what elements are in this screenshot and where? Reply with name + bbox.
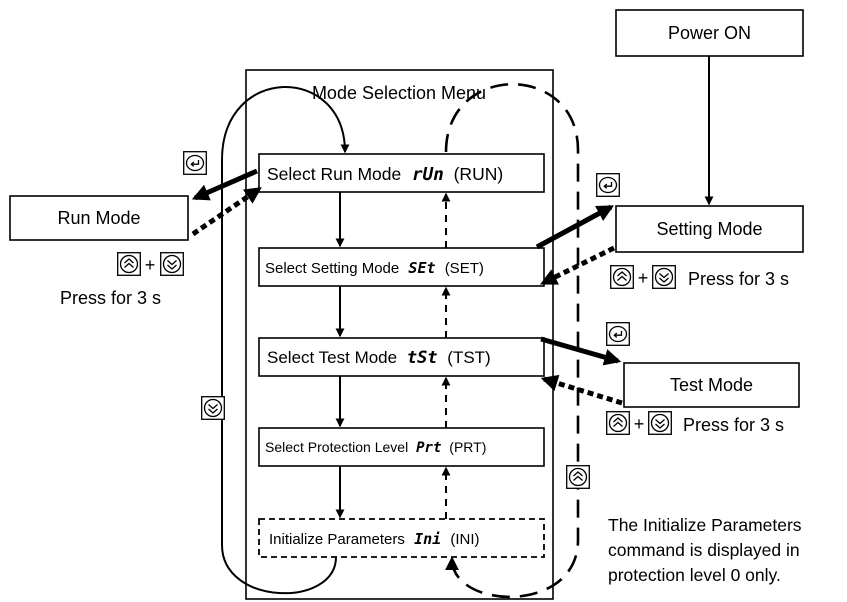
initialize-note: The Initialize Parameters command is dis… [608, 515, 802, 585]
menu-item-setting[interactable]: Select Setting Mode SEt (SET) [258, 247, 545, 287]
power-on-box: Power ON [615, 9, 804, 57]
run-mode-box: Run Mode [9, 195, 189, 241]
down-icon-setting [652, 265, 676, 289]
svg-text:Select Test Mode tSt: Select Test Mode tSt (TST) [267, 348, 491, 368]
menu-item-run-code: rUn [412, 165, 444, 185]
up-icon-setting [610, 265, 634, 289]
menu-title: Mode Selection Menu [312, 83, 486, 103]
test-mode-box: Test Mode [623, 362, 800, 408]
menu-item-run-suffix: (RUN) [454, 164, 504, 184]
setting-key-combo: + Press for 3 s [610, 265, 789, 289]
enter-icon-test [606, 322, 630, 346]
menu-item-initialize[interactable]: Initialize Parameters Ini (INI) [258, 518, 545, 558]
up-icon [566, 465, 590, 489]
menu-item-protection-suffix: (PRT) [449, 439, 486, 455]
up-icon-run [117, 252, 141, 276]
menu-item-protection-code: Prt [416, 440, 441, 456]
from-run-mode-arrow [191, 186, 262, 237]
menu-item-test-label: Select Test Mode [267, 348, 397, 367]
menu-item-initialize-label: Initialize Parameters [269, 531, 405, 548]
down-icon-run [160, 252, 184, 276]
from-setting-mode-arrow [539, 245, 616, 286]
run-mode-label: Run Mode [57, 208, 140, 228]
menu-item-test-code: tSt [407, 348, 438, 368]
menu-item-initialize-code: Ini [414, 530, 441, 548]
up-key-loop-arrow [444, 82, 580, 599]
to-test-mode-arrow [540, 336, 622, 366]
press-3s-test: Press for 3 s [683, 415, 784, 435]
press-3s-setting: Press for 3 s [688, 269, 789, 289]
menu-item-run-label: Select Run Mode [267, 164, 401, 184]
menu-item-protection[interactable]: Select Protection Level Prt (PRT) [258, 427, 545, 467]
svg-text:Select Run Mode rUn: Select Run Mode rUn (RUN) [267, 164, 503, 185]
note-line-2: command is displayed in [608, 540, 800, 560]
enter-icon-setting [596, 173, 620, 197]
menu-item-setting-suffix: (SET) [445, 260, 484, 277]
to-run-mode-arrow [191, 168, 258, 201]
down-key-loop-arrow [221, 86, 350, 595]
enter-icon-run [183, 151, 207, 175]
up-icon-test [606, 411, 630, 435]
menu-item-test[interactable]: Select Test Mode tSt (TST) [258, 337, 545, 377]
setting-mode-box: Setting Mode [615, 205, 804, 253]
down-icon [201, 396, 225, 420]
menu-item-protection-label: Select Protection Level [265, 439, 408, 455]
note-line-1: The Initialize Parameters [608, 515, 802, 535]
svg-text:Select Setting Mode SEt: Select Setting Mode SEt (SET) [265, 259, 484, 277]
menu-item-run[interactable]: Select Run Mode rUn (RUN) [258, 153, 545, 193]
run-key-combo: + [117, 252, 184, 276]
press-3s-run: Press for 3 s [60, 288, 161, 308]
menu-item-initialize-suffix: (INI) [450, 531, 479, 548]
plus-label-run: + [145, 255, 156, 275]
menu-item-test-suffix: (TST) [447, 348, 490, 367]
plus-label-test: + [634, 414, 645, 434]
svg-text:Initialize Parameters In: Initialize Parameters Ini (INI) [269, 530, 480, 548]
setting-mode-label: Setting Mode [656, 219, 762, 239]
svg-text:Select Protection Level: Select Protection Level Prt (PRT) [265, 439, 486, 456]
menu-item-setting-code: SEt [408, 259, 435, 277]
test-key-combo: + Press for 3 s [606, 411, 784, 435]
to-setting-mode-arrow [535, 204, 614, 250]
test-mode-label: Test Mode [670, 375, 753, 395]
plus-label-setting: + [638, 268, 649, 288]
power-on-label: Power ON [668, 23, 751, 43]
down-icon-test [648, 411, 672, 435]
note-line-3: protection level 0 only. [608, 565, 781, 585]
from-test-mode-arrow [540, 374, 623, 406]
menu-item-setting-label: Select Setting Mode [265, 260, 399, 277]
